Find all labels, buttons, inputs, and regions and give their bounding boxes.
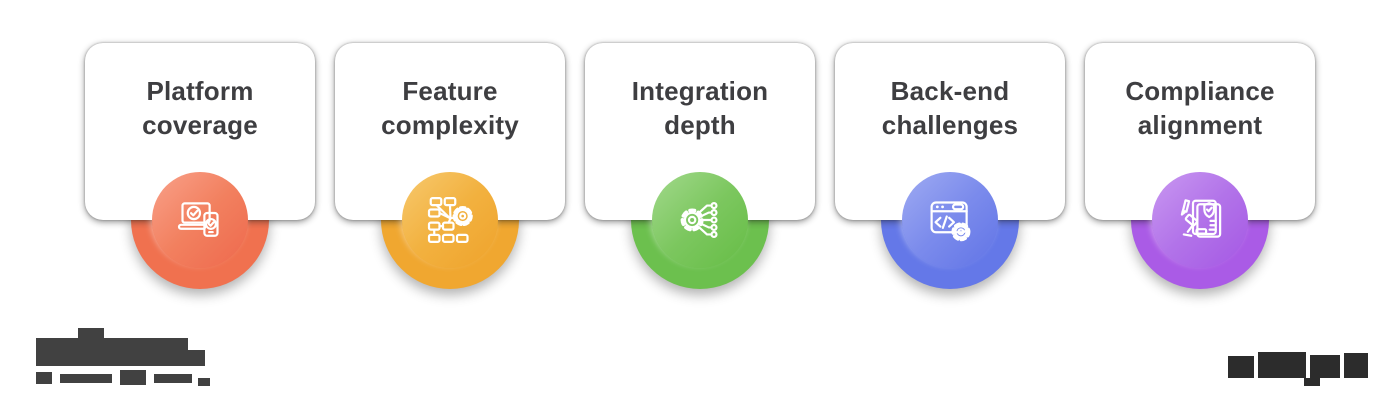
icon-circle-inner — [652, 172, 748, 268]
logo-pixel-block — [154, 374, 192, 383]
card-compliance-alignment: Compliance alignment — [1085, 43, 1315, 291]
brand-pixel-block — [1310, 355, 1340, 378]
card-back-end-challenges: Back-end challenges — [835, 43, 1065, 291]
card-title: Integration depth — [632, 74, 769, 142]
card-title-line1: Feature — [402, 76, 498, 106]
icon-circle-inner — [902, 172, 998, 268]
card-title-line2: complexity — [381, 110, 519, 140]
card-title: Compliance alignment — [1125, 74, 1274, 142]
card-title: Feature complexity — [381, 74, 519, 142]
logo-pixel-block — [120, 370, 146, 385]
card-integration-depth: Integration depth — [585, 43, 815, 291]
card-title-line2: challenges — [881, 110, 1019, 140]
brand-pixel-block — [1258, 352, 1306, 378]
card-title-line2: coverage — [142, 110, 258, 140]
card-title-line2: depth — [664, 110, 736, 140]
card-title-line2: alignment — [1137, 110, 1263, 140]
icon-circle-inner — [402, 172, 498, 268]
flowchart-gear-icon — [422, 192, 478, 248]
logo-pixel-block — [36, 338, 188, 366]
icon-circle-inner — [152, 172, 248, 268]
card-feature-complexity: Feature complexity — [335, 43, 565, 291]
logo-pixel-block — [198, 378, 210, 386]
logo-pixel-block — [36, 372, 52, 384]
gear-circuit-icon — [672, 192, 728, 248]
document-shield-gavel-icon — [1172, 192, 1228, 248]
card-body: Feature complexity — [335, 43, 565, 220]
brand-pixel-block — [1304, 378, 1320, 386]
card-body: Platform coverage — [85, 43, 315, 220]
card-title: Back-end challenges — [882, 74, 1018, 142]
icon-circle-inner — [1152, 172, 1248, 268]
logo-pixel-block — [60, 374, 112, 383]
card-title-line1: Platform — [146, 76, 254, 106]
card-title-line1: Integration — [631, 76, 769, 106]
brand-pixelated — [1228, 352, 1370, 388]
laptop-phone-check-icon — [172, 192, 228, 248]
card-title: Platform coverage — [142, 74, 258, 142]
brand-pixel-block — [1228, 356, 1254, 378]
card-title-line1: Back-end — [890, 76, 1010, 106]
cards-row: Platform coverage Feature complexity — [0, 43, 1400, 291]
card-title-line1: Compliance — [1125, 76, 1275, 106]
brand-pixel-block — [1344, 353, 1368, 378]
card-platform-coverage: Platform coverage — [85, 43, 315, 291]
logo-pixel-block — [78, 328, 104, 340]
browser-code-gear-icon — [922, 192, 978, 248]
logo-pixelated — [36, 328, 214, 392]
logo-pixel-block — [188, 350, 205, 366]
